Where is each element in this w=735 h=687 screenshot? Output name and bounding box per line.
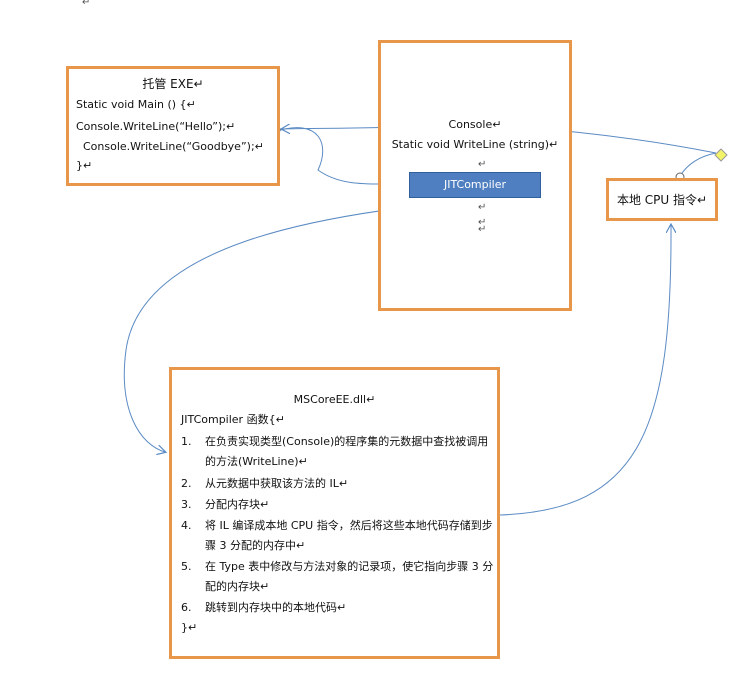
paragraph-mark: ↵ [82,0,91,8]
paragraph-mark: ↵ [478,217,487,228]
mscore-to-cpu-arrow [499,225,671,516]
step-number: 6. [181,601,192,614]
junction-diamond [714,148,728,162]
managed-exe-box: 托管 EXE↵ Static void Main () {↵ Console.W… [66,66,280,186]
writeline-signature: Static void WriteLine (string)↵ [391,138,559,151]
step-text: 跳转到内存块中的本地代码↵ [205,601,347,614]
main-signature: Static void Main () {↵ [76,98,196,111]
paragraph-mark: ↵ [478,159,487,170]
mscoree-closing-brace: }↵ [181,621,198,634]
console-title: Console↵ [448,118,502,131]
exe-title: 托管 EXE↵ [142,77,204,91]
mscoree-box: MSCoreEE.dll↵ JITCompiler 函数{↵ 1. 在负责实现类… [169,367,500,659]
jit-function-header: JITCompiler 函数{↵ [181,413,285,426]
writeline-goodbye: Console.WriteLine(“Goodbye”);↵ [83,140,264,153]
writeline-hello: Console.WriteLine(“Hello”);↵ [76,120,236,133]
step-text: 从元数据中获取该方法的 IL↵ [205,477,349,490]
step-number: 1. [181,435,192,448]
step-text: 在 Type 表中修改与方法对象的记录项，使它指向步骤 3 分配的内存块↵ [205,560,494,593]
step-number: 4. [181,519,192,532]
jit-to-mscore-arrow [123,199,477,452]
step-text: 分配内存块↵ [205,498,270,511]
cpu-label: 本地 CPU 指令↵ [616,193,708,207]
native-cpu-box: 本地 CPU 指令↵ [606,178,718,221]
step-number: 3. [181,498,192,511]
cpu-junction-link [679,152,717,177]
step-text: 在负责实现类型(Console)的程序集的元数据中查找被调用的方法(WriteL… [205,435,489,468]
paragraph-mark: ↵ [478,202,487,213]
paragraph-mark: ↵ [478,224,487,235]
mscoree-title: MSCoreEE.dll↵ [293,393,376,406]
closing-brace: }↵ [76,159,93,172]
step-number: 2. [181,477,192,490]
step-text: 将 IL 编译成本地 CPU 指令，然后将这些本地代码存储到步骤 3 分配的内存… [205,519,493,552]
jit-compiler-stub: JITCompiler [409,172,541,198]
step-number: 5. [181,560,192,573]
